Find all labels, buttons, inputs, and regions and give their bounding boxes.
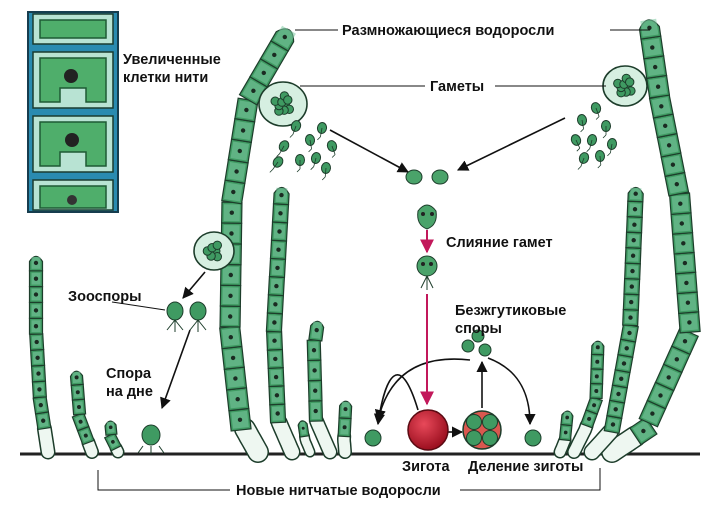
label-new-filamentous-algae: Новые нитчатые водоросли (236, 483, 441, 499)
filament-left-1 (28, 255, 56, 460)
label-zoospores: Зооспоры (68, 289, 142, 305)
filament-right-3 (567, 340, 605, 459)
filament-right-2 (583, 186, 644, 461)
filament-center-5 (297, 420, 316, 458)
arrow-gametes-left (329, 129, 409, 173)
label-zygote-division: Деление зиготы (468, 459, 583, 475)
germinating-spores (364, 429, 542, 447)
arrow-zoospore-down (160, 329, 191, 410)
label-gamete-fusion: Слияние гамет (446, 235, 553, 251)
filament-left-2 (69, 370, 99, 459)
label-gametes: Гаметы (430, 79, 484, 95)
enlarged-cells-illustration (27, 11, 119, 213)
label-zygote: Зигота (402, 459, 450, 475)
flagellaless-spores (461, 329, 492, 357)
zygote (407, 409, 449, 451)
filaments (28, 18, 701, 463)
arrow-zoosporangium (182, 271, 206, 299)
filament-right-big (601, 18, 701, 463)
zygote-planozygote (416, 255, 438, 290)
zoosporangium (193, 231, 235, 271)
arrow-to-spores (374, 358, 471, 422)
zoospores (166, 301, 207, 332)
fused-gametes (417, 204, 437, 230)
gametangium-left (258, 81, 308, 127)
gametangium-right (602, 65, 648, 107)
gametes-swarm-right (570, 102, 618, 170)
spore-on-bottom (137, 424, 165, 454)
gametes-swarm-left (269, 120, 338, 181)
filament-center-3 (306, 320, 338, 460)
gamete-pair-approach (405, 169, 449, 185)
filament-center-2 (265, 186, 301, 461)
filament-center-4 (336, 400, 353, 459)
label-reproducing-algae: Размножающиеся водоросли (342, 23, 554, 39)
arrow-zygote-left (373, 374, 419, 426)
arrow-spores-right (487, 357, 536, 426)
filament-center-big (219, 25, 296, 463)
zygote-division (462, 410, 502, 450)
filament-right-4 (553, 410, 574, 459)
leader-lines (97, 29, 650, 491)
arrows (160, 117, 566, 438)
arrow-gametes-right (456, 117, 566, 171)
filament-left-3 (103, 420, 125, 459)
